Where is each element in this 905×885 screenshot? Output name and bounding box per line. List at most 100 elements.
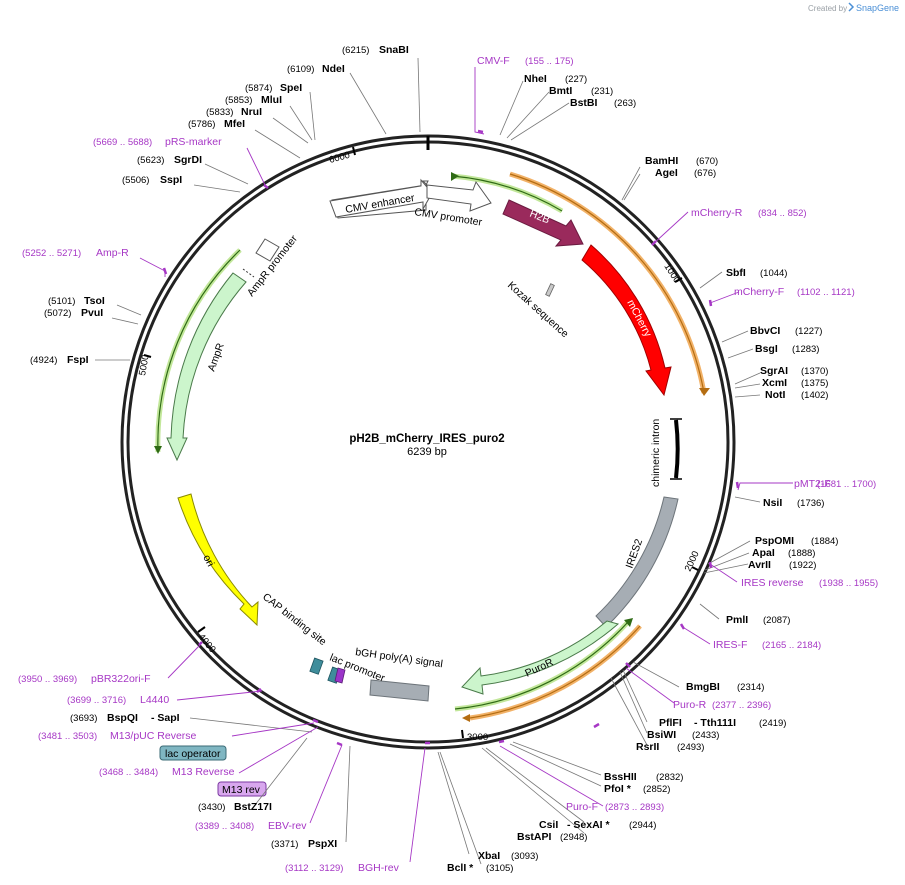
label-pos-ebv-rev: (3389 .. 3408) <box>195 821 254 832</box>
label-mcherry-r[interactable]: mCherry-R <box>691 207 743 219</box>
label-tsoi[interactable]: TsoI <box>84 295 105 307</box>
feature-bgh-polya[interactable] <box>369 679 430 702</box>
label-sbfi[interactable]: SbfI <box>726 267 746 279</box>
label-pos-nsii: (1736) <box>797 498 824 509</box>
lac-operator-label: lac operator <box>165 748 221 760</box>
label-m13-reverse[interactable]: M13 Reverse <box>172 766 235 778</box>
label-pos-pspomi: (1884) <box>811 536 838 547</box>
label-puro-f[interactable]: Puro-F <box>566 801 598 813</box>
label-csii[interactable]: CsiI <box>539 819 558 831</box>
label-bcli[interactable]: BclI * <box>447 862 474 874</box>
label-tth111i[interactable]: - Tth111I <box>694 717 736 729</box>
label-sgrai[interactable]: SgrAI <box>760 365 788 377</box>
label-pflfi[interactable]: PflFI <box>659 717 682 729</box>
brand-created-by: Created by <box>808 4 847 13</box>
label-ires-f[interactable]: IRES-F <box>713 639 747 651</box>
label-pos-tth111i: (2419) <box>759 718 786 729</box>
label-fspi[interactable]: FspI <box>67 354 89 366</box>
label-pos-xbai: (3093) <box>511 851 538 862</box>
label-pos-bbvci: (1227) <box>795 326 822 337</box>
brand-snapgene[interactable]: SnapGene <box>856 3 899 13</box>
label-amp-r[interactable]: Amp-R <box>96 247 129 259</box>
label-nhei[interactable]: NheI <box>524 73 547 85</box>
primer-arc-puro-orange-core <box>469 625 641 719</box>
label-puror: PuroR <box>523 656 555 680</box>
leader-lines <box>95 57 761 865</box>
label-avrii[interactable]: AvrII <box>748 559 771 571</box>
primer-arc-cmv-orange-core <box>509 173 705 394</box>
lac-operator-box[interactable] <box>159 745 227 761</box>
label-pos-l4440: (3699 .. 3716) <box>67 695 126 706</box>
label-puro-r[interactable]: Puro-R <box>673 699 707 711</box>
label-chimeric-intron: chimeric intron <box>650 419 662 487</box>
label-xcmi[interactable]: XcmI <box>762 377 787 389</box>
feature-h2b[interactable] <box>502 199 584 247</box>
label-pos-sexai: (2944) <box>629 820 656 831</box>
label-pos-apai: (1888) <box>788 548 815 559</box>
ticks <box>143 146 699 739</box>
label-prs-marker[interactable]: pRS-marker <box>165 136 222 148</box>
label-mlui[interactable]: MluI <box>261 94 282 106</box>
label-mfei[interactable]: MfeI <box>224 118 245 130</box>
label-pos-spei: (5874) <box>245 83 272 94</box>
label-pos-bsiwi: (2433) <box>692 730 719 741</box>
label-sapi[interactable]: - SapI <box>151 712 180 724</box>
label-pbr322ori-f[interactable]: pBR322ori-F <box>91 673 151 685</box>
label-pmt2-f[interactable]: pMT2-F <box>794 478 831 490</box>
feature-mcherry[interactable] <box>581 244 672 397</box>
label-sgrdi[interactable]: SgrDI <box>174 154 202 166</box>
label-sexai[interactable]: - SexAI * <box>567 819 611 831</box>
label-sspi[interactable]: SspI <box>160 174 182 186</box>
label-bspqi[interactable]: BspQI <box>107 712 138 724</box>
label-rsrii[interactable]: RsrII <box>636 741 659 753</box>
label-bstz17i[interactable]: BstZ17I <box>234 801 272 813</box>
feature-chimeric-intron[interactable] <box>674 419 680 479</box>
m13-rev-box[interactable] <box>217 781 267 797</box>
label-bsshii[interactable]: BssHII <box>604 771 637 783</box>
feature-ori[interactable] <box>177 493 259 627</box>
label-pos-mfei: (5786) <box>188 119 215 130</box>
site-labels: (6215) SnaBI (6109) NdeI (5874) SpeI (58… <box>18 44 878 874</box>
label-snabi[interactable]: SnaBI <box>379 44 409 56</box>
label-pos-ires-f: (2165 .. 2184) <box>762 640 821 651</box>
label-bstapi[interactable]: BstAPI <box>517 831 552 843</box>
label-bgh-rev[interactable]: BGH-rev <box>358 862 400 874</box>
label-nsii[interactable]: NsiI <box>763 497 782 509</box>
label-pspomi[interactable]: PspOMI <box>755 535 794 547</box>
label-cmv-f[interactable]: CMV-F <box>477 55 510 67</box>
label-bstbi[interactable]: BstBI <box>570 97 598 109</box>
label-pos-sgrai: (1370) <box>801 366 828 377</box>
label-noti[interactable]: NotI <box>765 389 785 401</box>
label-pfoi[interactable]: PfoI * <box>604 783 632 795</box>
feature-ampr-promoter[interactable] <box>255 238 280 262</box>
label-pos-sspi: (5506) <box>122 175 149 186</box>
feature-lac-operator-box[interactable] <box>309 657 324 675</box>
label-bamhi[interactable]: BamHI <box>645 155 678 167</box>
label-l4440[interactable]: L4440 <box>140 694 169 706</box>
label-xbai[interactable]: XbaI <box>478 850 500 862</box>
label-bsiwi[interactable]: BsiWI <box>647 729 676 741</box>
label-ires-reverse[interactable]: IRES reverse <box>741 577 804 589</box>
feature-ampr[interactable] <box>166 272 247 462</box>
label-mcherry-f[interactable]: mCherry-F <box>734 286 784 298</box>
feature-cmv-promoter[interactable] <box>426 180 492 212</box>
label-m13-puc-reverse[interactable]: M13/pUC Reverse <box>110 730 197 742</box>
label-pvui[interactable]: PvuI <box>81 307 103 319</box>
label-bsgi[interactable]: BsgI <box>755 343 778 355</box>
feature-kozak[interactable] <box>545 283 555 297</box>
label-pos-sbfi: (1044) <box>760 268 787 279</box>
label-bmti[interactable]: BmtI <box>549 85 572 97</box>
label-bbvci[interactable]: BbvCI <box>750 325 780 337</box>
label-apai[interactable]: ApaI <box>752 547 775 559</box>
feature-puror[interactable] <box>461 620 620 695</box>
primer-arc-cmv-green-core <box>451 175 563 212</box>
label-pmli[interactable]: PmlI <box>726 614 748 626</box>
label-bmgbi[interactable]: BmgBI <box>686 681 720 693</box>
label-ebv-rev[interactable]: EBV-rev <box>268 820 307 832</box>
label-nrui[interactable]: NruI <box>241 106 262 118</box>
label-pspxi[interactable]: PspXI <box>308 838 337 850</box>
label-ndei[interactable]: NdeI <box>322 63 345 75</box>
label-cap: CAP binding site <box>260 591 329 648</box>
label-spei[interactable]: SpeI <box>280 82 302 94</box>
label-agei[interactable]: AgeI <box>655 167 678 179</box>
